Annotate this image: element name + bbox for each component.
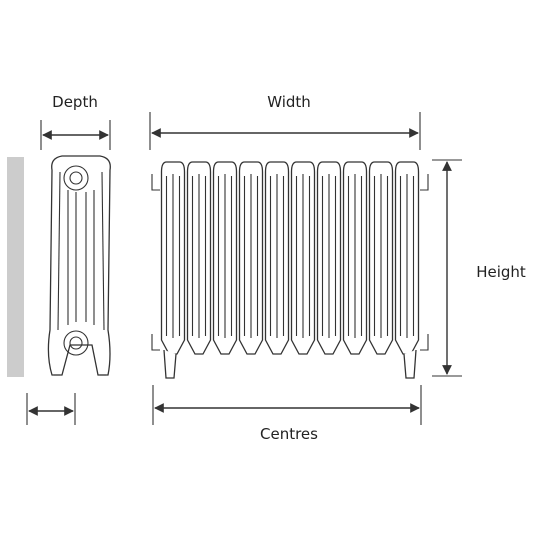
depth-dimension bbox=[40, 120, 111, 150]
height-label: Height bbox=[476, 263, 526, 281]
width-label: Width bbox=[267, 93, 311, 111]
centres-dimension bbox=[152, 385, 422, 425]
radiator-front-view bbox=[151, 161, 429, 379]
left-top-cap bbox=[151, 174, 160, 191]
radiator-side-view bbox=[47, 155, 111, 376]
wall bbox=[7, 157, 24, 377]
left-foot bbox=[163, 349, 177, 379]
centres-label: Centres bbox=[260, 425, 318, 443]
right-foot bbox=[403, 349, 417, 379]
height-dimension bbox=[432, 159, 462, 377]
depth-label: Depth bbox=[52, 93, 98, 111]
right-top-cap bbox=[420, 174, 429, 191]
right-bottom-cap bbox=[420, 334, 429, 351]
left-bottom-cap bbox=[151, 334, 160, 351]
width-dimension bbox=[149, 112, 421, 150]
wall-gap-dimension bbox=[26, 393, 76, 425]
